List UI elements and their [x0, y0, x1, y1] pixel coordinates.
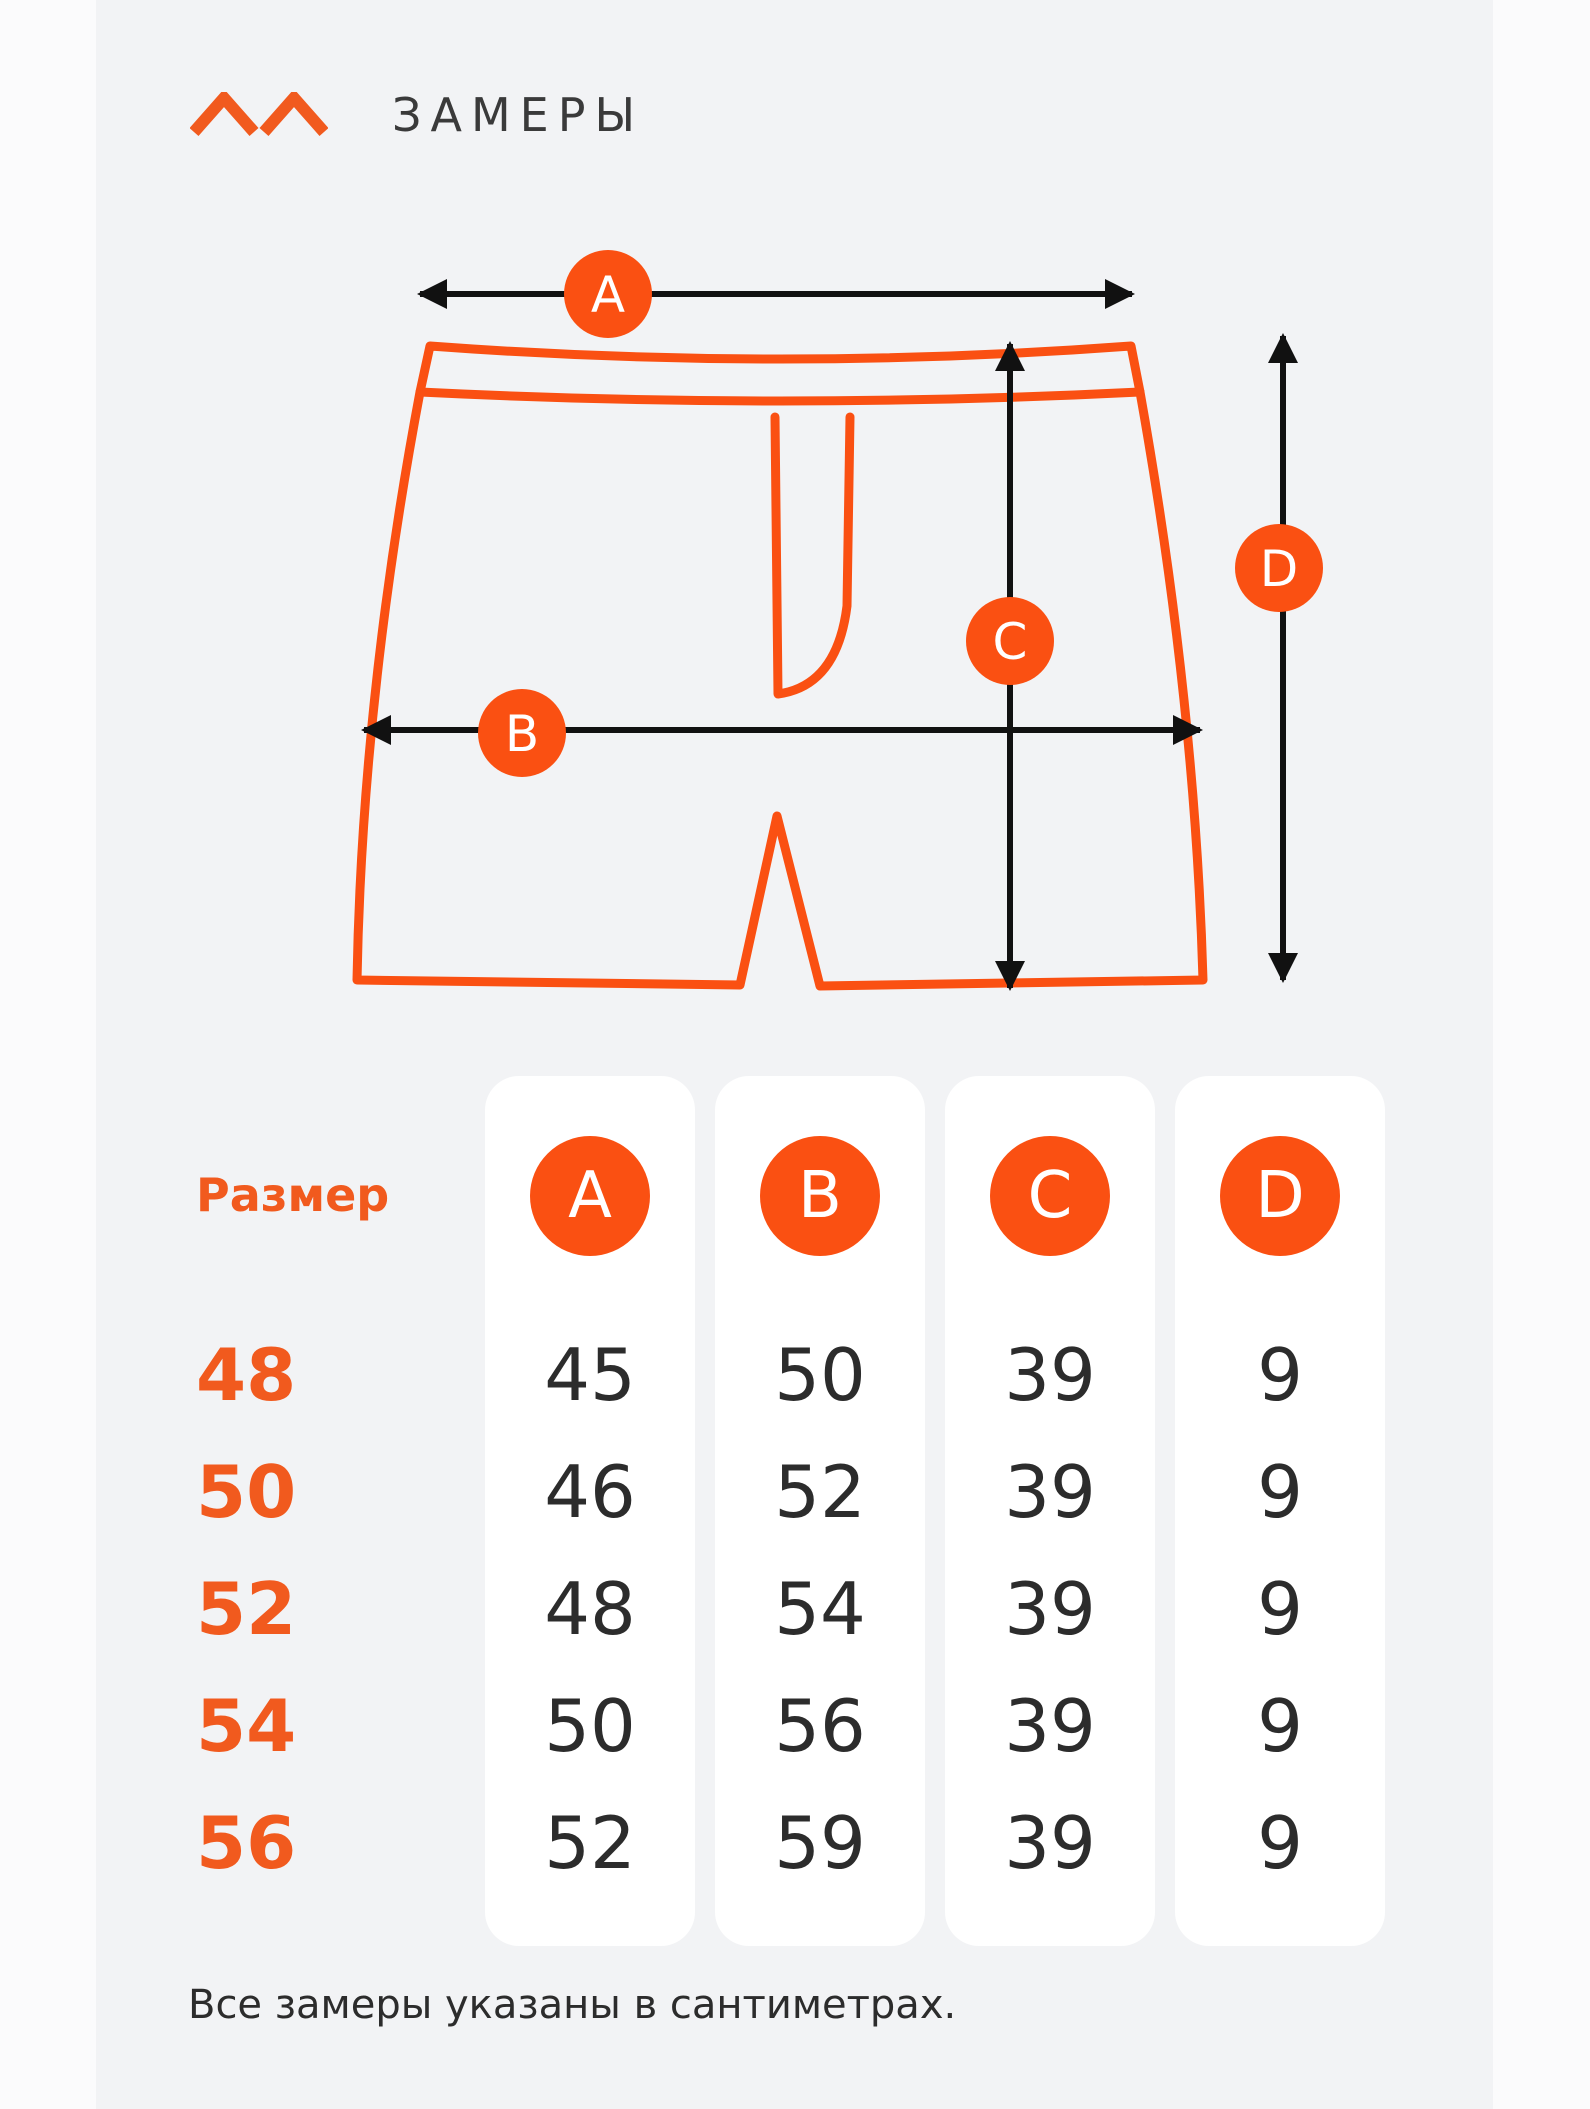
cell-d-52: 9: [1257, 1567, 1303, 1651]
cell-b-56: 59: [774, 1801, 866, 1885]
svg-text:A: A: [591, 266, 625, 324]
badge-c: C: [966, 597, 1054, 685]
column-b-badge: B: [760, 1136, 880, 1256]
badge-a: A: [564, 250, 652, 338]
cell-c-56: 39: [1004, 1801, 1096, 1885]
shorts-outline: [352, 341, 1208, 991]
cell-a-56: 52: [544, 1801, 636, 1885]
double-chevron-logo-icon: [190, 92, 328, 136]
svg-text:D: D: [1260, 540, 1299, 598]
cell-d-48: 9: [1257, 1333, 1303, 1417]
cell-b-54: 56: [774, 1684, 866, 1768]
size-56: 56: [196, 1801, 297, 1885]
column-c: C 39 39 39 39 39: [945, 1076, 1155, 1946]
cell-c-50: 39: [1004, 1450, 1096, 1534]
column-a: A 45 46 48 50 52: [485, 1076, 695, 1946]
shorts-diagram: A B C D: [352, 250, 1323, 991]
column-d-badge: D: [1220, 1136, 1340, 1256]
page-title: ЗАМЕРЫ: [392, 88, 645, 142]
cell-c-48: 39: [1004, 1333, 1096, 1417]
cell-d-54: 9: [1257, 1684, 1303, 1768]
column-c-badge: C: [990, 1136, 1110, 1256]
cell-a-50: 46: [544, 1450, 636, 1534]
size-52: 52: [196, 1567, 297, 1651]
column-b: B 50 52 54 56 59: [715, 1076, 925, 1946]
size-54: 54: [196, 1684, 297, 1768]
column-a-badge: A: [530, 1136, 650, 1256]
column-d: D 9 9 9 9 9: [1175, 1076, 1385, 1946]
cell-b-48: 50: [774, 1333, 866, 1417]
size-48: 48: [196, 1333, 297, 1417]
size-column-label: Размер: [196, 1168, 390, 1222]
cell-b-50: 52: [774, 1450, 866, 1534]
cell-d-50: 9: [1257, 1450, 1303, 1534]
badge-b: B: [478, 689, 566, 777]
cell-c-52: 39: [1004, 1567, 1096, 1651]
svg-text:B: B: [505, 705, 539, 763]
badge-d: D: [1235, 524, 1323, 612]
cell-b-52: 54: [774, 1567, 866, 1651]
svg-text:C: C: [993, 613, 1028, 671]
cell-a-48: 45: [544, 1333, 636, 1417]
cell-a-54: 50: [544, 1684, 636, 1768]
cell-a-52: 48: [544, 1567, 636, 1651]
cell-d-56: 9: [1257, 1801, 1303, 1885]
cell-c-54: 39: [1004, 1684, 1096, 1768]
size-50: 50: [196, 1450, 297, 1534]
units-footnote: Все замеры указаны в сантиметрах.: [188, 1982, 957, 2028]
